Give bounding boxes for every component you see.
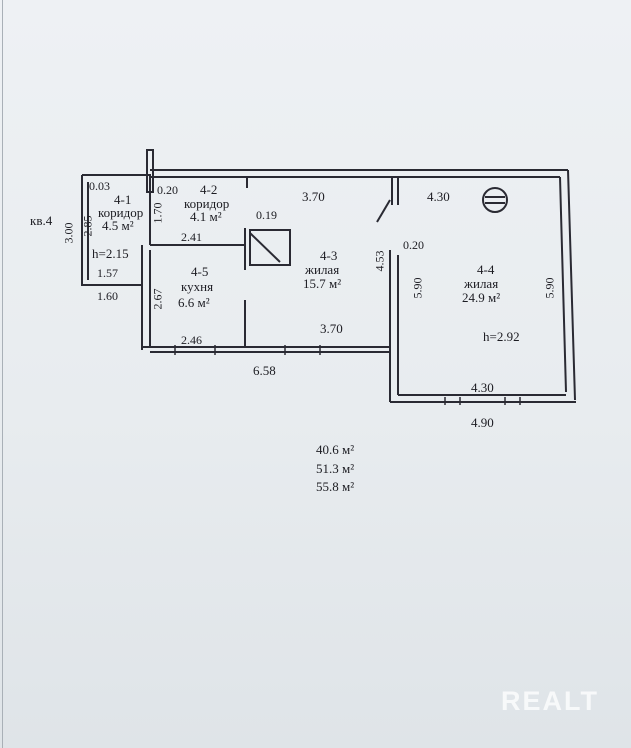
wall-right (559, 169, 576, 401)
window-kitchen (174, 345, 216, 355)
dim-241: 2.41 (181, 230, 202, 244)
total-area-living: 40.6 м² (316, 442, 355, 457)
room-43-area: 15.7 м² (303, 276, 342, 291)
room-45-id: 4-5 (191, 264, 209, 279)
dim-019: 0.19 (256, 208, 277, 222)
dim-157: 1.57 (97, 266, 118, 280)
room-41-id: 4-1 (114, 192, 132, 207)
dim-658: 6.58 (253, 363, 276, 378)
room-45-name: кухня (181, 279, 214, 294)
boiler-icon (482, 187, 508, 213)
room-43-id: 4-3 (320, 248, 338, 263)
room-44-area: 24.9 м² (462, 290, 501, 305)
dim-430-top: 4.30 (427, 189, 450, 204)
window-room43 (284, 345, 321, 355)
window-room44 (444, 397, 521, 405)
dim-590a: 5.90 (410, 277, 425, 299)
dim-267: 2.67 (150, 288, 165, 310)
shaft-box (249, 229, 291, 266)
room-42-id: 4-2 (200, 182, 218, 197)
wall-top-stub (246, 177, 399, 205)
wall-room44-left (389, 250, 399, 402)
apartment-label: кв.4 (30, 213, 53, 228)
dim-020a: 0.20 (157, 183, 178, 197)
wall-kitchen-left (141, 245, 151, 350)
wall-bottom (142, 346, 390, 353)
door-arc-44 (376, 199, 391, 223)
dim-370-top: 3.70 (302, 189, 325, 204)
room-44-id: 4-4 (477, 262, 495, 277)
dim-370-bot: 3.70 (320, 321, 343, 336)
room-42-name: коридор (184, 196, 230, 211)
wall-bottom-right (390, 394, 576, 403)
room-41-area: 4.5 м² (102, 218, 134, 233)
room-42-area: 4.1 м² (190, 209, 222, 224)
wall-top (150, 169, 568, 178)
dim-020b: 0.20 (403, 238, 424, 252)
sheet-edge (2, 0, 3, 748)
dim-430-bot: 4.30 (471, 380, 494, 395)
dim-246: 2.46 (181, 333, 202, 347)
room-45-area: 6.6 м² (178, 295, 210, 310)
total-area-full: 55.8 м² (316, 479, 355, 494)
dim-285: 2.85 (80, 215, 95, 237)
dim-170: 1.70 (150, 202, 165, 224)
height-h292: h=2.92 (483, 329, 520, 344)
shaft-diagonal (249, 232, 281, 263)
room-41-name: коридор (98, 205, 144, 220)
room-44-name: жилая (464, 276, 499, 291)
room-43-name: жилая (305, 262, 340, 277)
door-leaf-entry (146, 149, 154, 193)
dim-590b: 5.90 (542, 277, 557, 299)
dim-160: 1.60 (97, 289, 118, 303)
total-area-general: 51.3 м² (316, 461, 355, 476)
dim-490: 4.90 (471, 415, 494, 430)
height-h215: h=2.15 (92, 246, 129, 261)
realt-watermark: REALT (501, 686, 599, 716)
dim-003: 0.03 (89, 179, 110, 193)
dim-300: 3.00 (61, 222, 76, 244)
dim-453: 4.53 (372, 250, 387, 272)
